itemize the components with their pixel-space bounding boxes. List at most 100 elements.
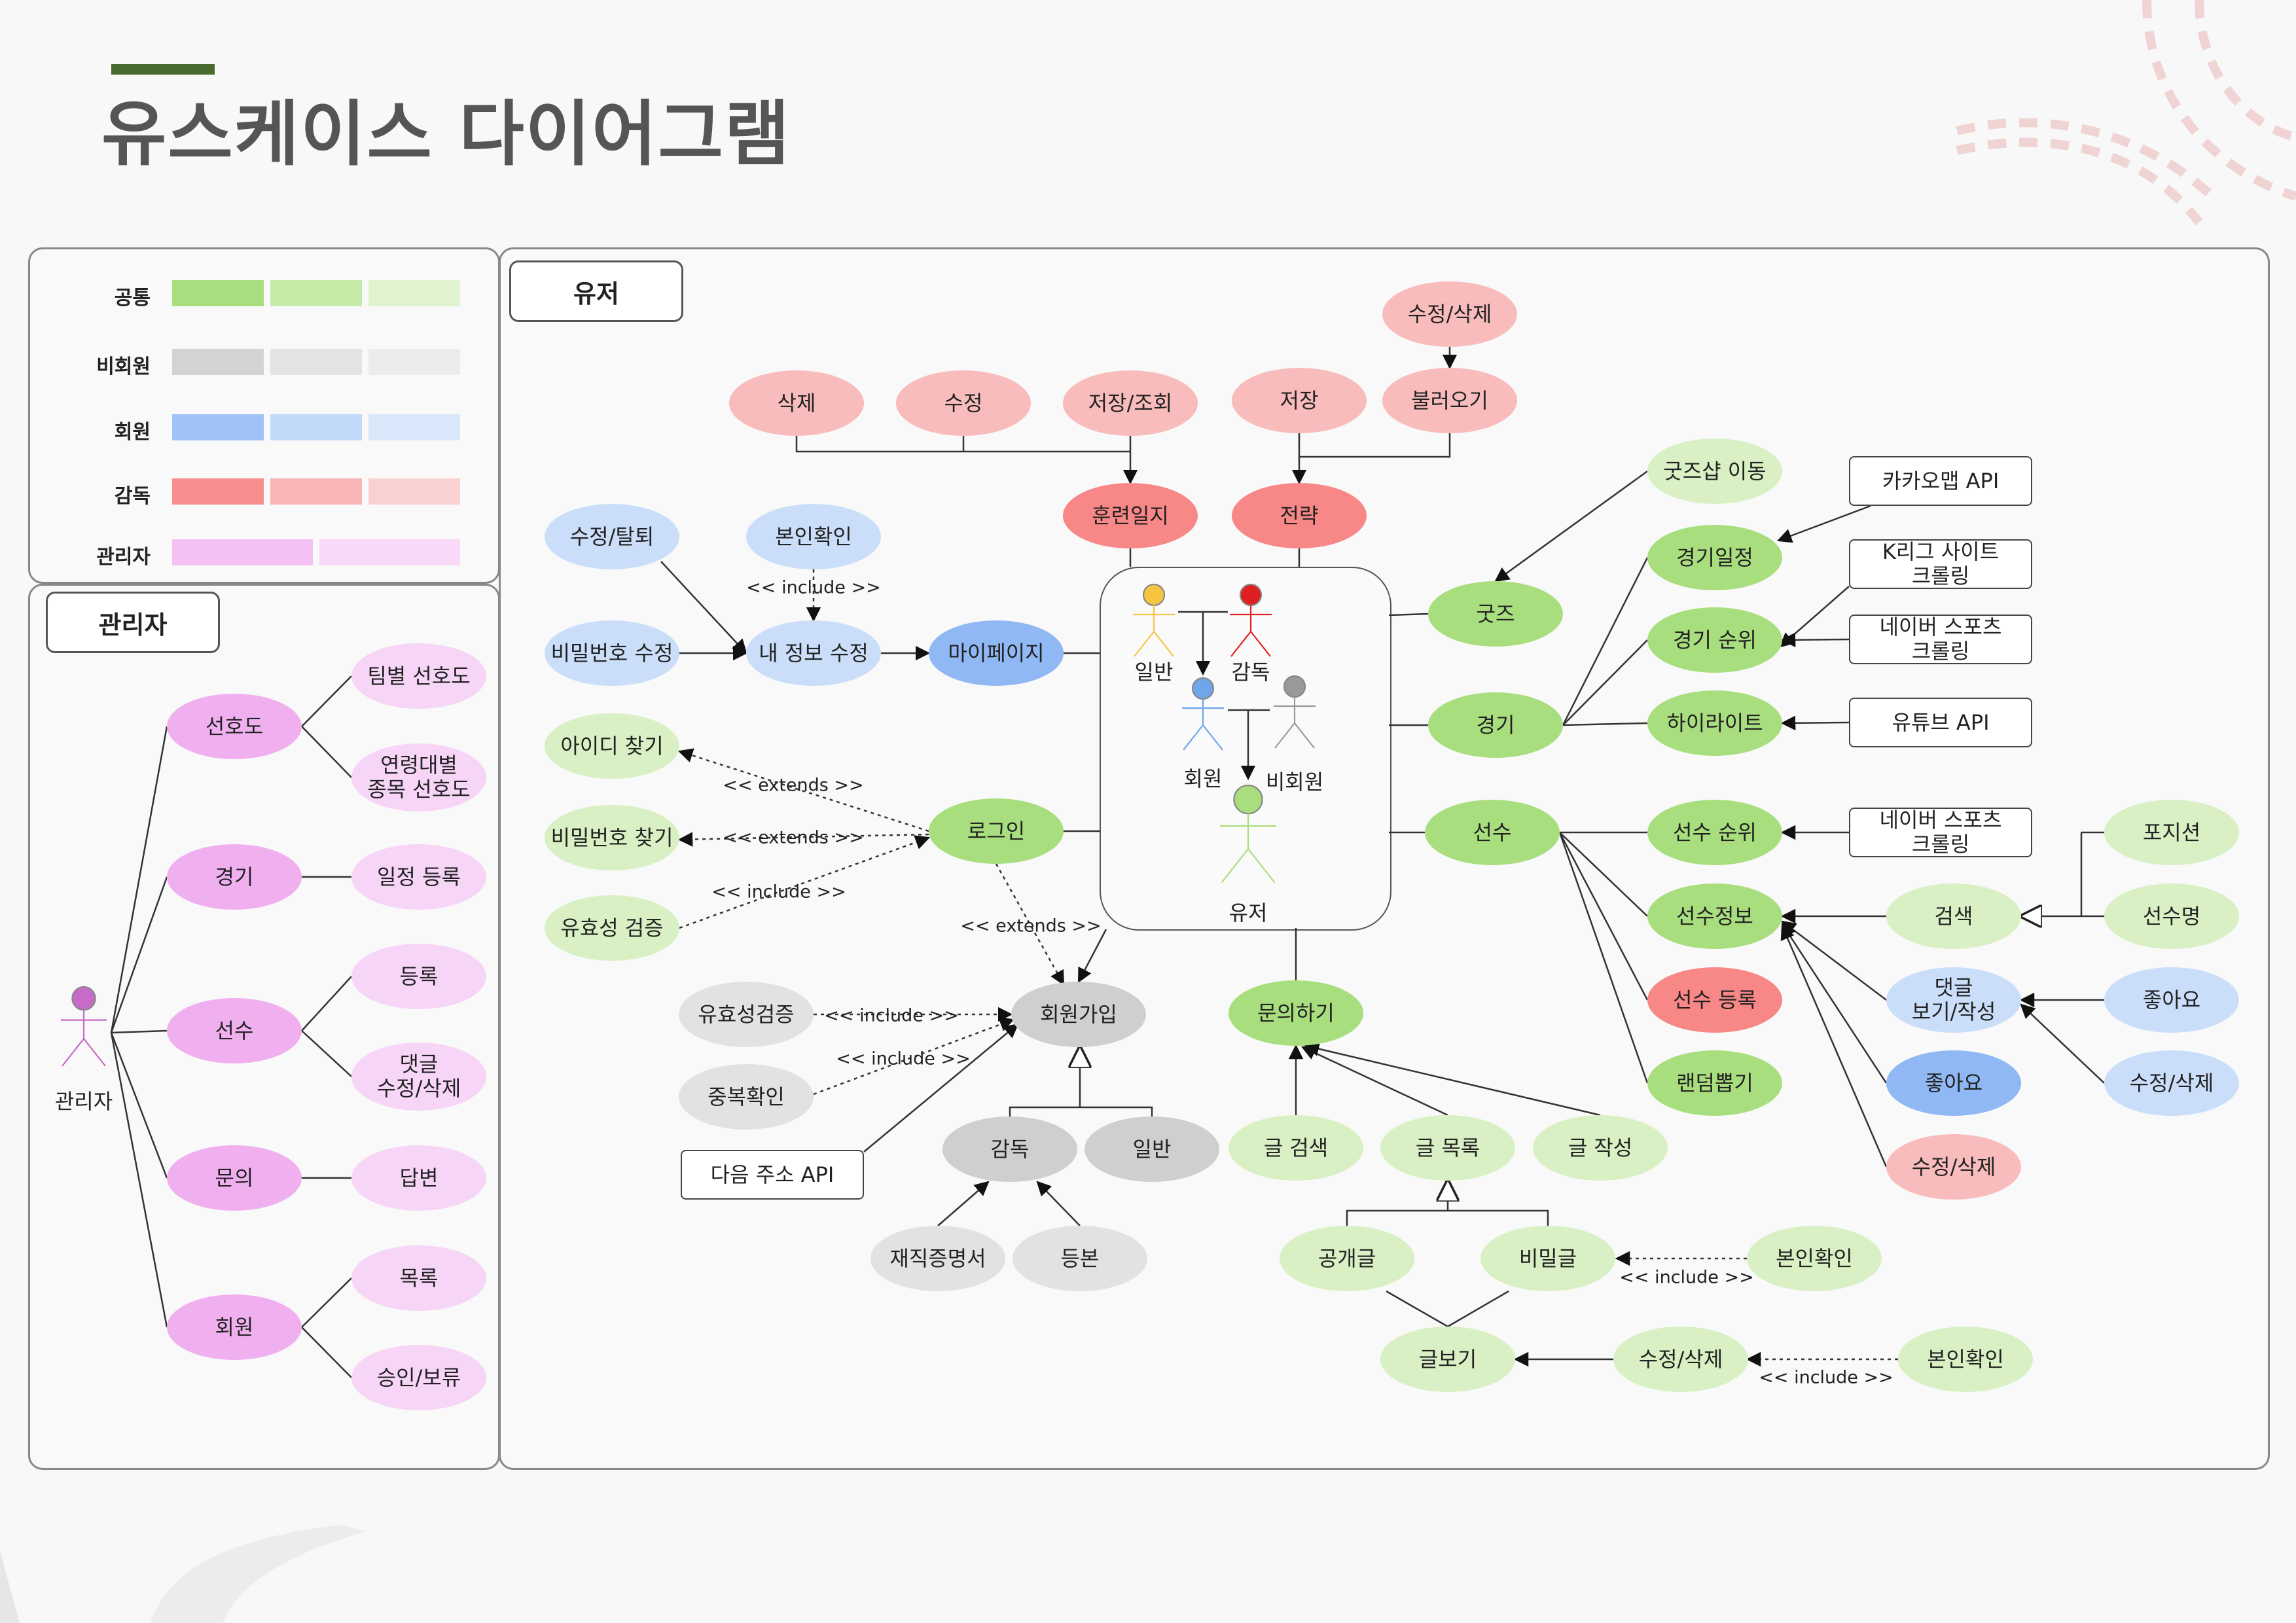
admin-sub-association bbox=[301, 1030, 352, 1077]
legend-swatch bbox=[270, 478, 362, 505]
connector bbox=[1009, 1106, 1153, 1116]
usecase-u-save: 저장 bbox=[1232, 368, 1367, 433]
admin-sub-association bbox=[301, 1277, 352, 1328]
admin-actor-icon bbox=[60, 986, 107, 1067]
usecase-u-edit-quit: 수정/탈퇴 bbox=[545, 504, 679, 569]
legend-label: 회원 bbox=[114, 421, 151, 444]
usecase-a-approve: 승인/보류 bbox=[351, 1345, 486, 1410]
general-actor-icon bbox=[1133, 583, 1175, 657]
connector bbox=[1558, 832, 1649, 1084]
usecase-u-addr-api: 다음 주소 API bbox=[681, 1150, 864, 1200]
usecase-a-member: 회원 bbox=[167, 1294, 302, 1360]
edge-stereotype-label: << include >> bbox=[836, 1048, 971, 1069]
usecase-u-editdel-r: 수정/삭제 bbox=[2104, 1050, 2239, 1116]
connector bbox=[863, 1023, 1019, 1152]
usecase-u-valid: 유효성 검증 bbox=[545, 895, 679, 961]
usecase-u-cert: 재직증명서 bbox=[870, 1226, 1005, 1291]
actor-label-coach: 감독 bbox=[1231, 660, 1270, 685]
connector bbox=[795, 436, 1130, 453]
actor-label-user: 유저 bbox=[1229, 901, 1268, 925]
usecase-a-comment: 댓글 수정/삭제 bbox=[351, 1043, 486, 1111]
usecase-u-dup: 중복확인 bbox=[679, 1064, 814, 1130]
usecase-u-player: 선수 bbox=[1425, 800, 1560, 865]
usecase-u-login: 로그인 bbox=[929, 798, 1064, 864]
usecase-u-naver1: 네이버 스포츠 크롤링 bbox=[1849, 615, 2032, 664]
legend-swatch bbox=[172, 280, 264, 306]
admin-association bbox=[111, 1029, 168, 1034]
connector bbox=[1304, 1041, 1601, 1116]
legend-swatch bbox=[172, 539, 313, 565]
legend-swatch bbox=[368, 414, 460, 440]
usecase-u-highlight: 하이라이트 bbox=[1647, 690, 1782, 756]
connector bbox=[1388, 613, 1429, 616]
usecase-u-player-name: 선수명 bbox=[2104, 883, 2239, 949]
usecase-u-inquiry: 문의하기 bbox=[1229, 980, 1363, 1046]
edge-stereotype-label: << include >> bbox=[1619, 1267, 1754, 1288]
usecase-a-list: 목록 bbox=[351, 1245, 486, 1311]
usecase-u-info-edit: 내 정보 수정 bbox=[746, 620, 881, 686]
usecase-u-player-rank: 선수 순위 bbox=[1647, 800, 1782, 865]
page-title: 유스케이스 다이어그램 bbox=[101, 94, 791, 175]
decorative-shapes bbox=[0, 1525, 367, 1623]
usecase-a-reg: 등록 bbox=[351, 944, 486, 1009]
connector bbox=[677, 748, 929, 832]
usecase-u-goods: 굿즈 bbox=[1428, 581, 1563, 647]
legend-swatch bbox=[368, 349, 460, 375]
legend-swatch bbox=[368, 478, 460, 505]
usecase-u-youtube: 유튜브 API bbox=[1849, 698, 2032, 747]
nonmember-actor-icon bbox=[1274, 675, 1316, 749]
connector bbox=[1776, 505, 1871, 543]
edge-stereotype-label: << extends >> bbox=[723, 775, 864, 796]
usecase-u-player-reg: 선수 등록 bbox=[1647, 967, 1782, 1033]
usecase-u-comment: 댓글 보기/작성 bbox=[1886, 967, 2021, 1033]
usecase-u-delete: 삭제 bbox=[729, 370, 864, 436]
legend-swatch bbox=[270, 414, 362, 440]
usecase-u-verify: 본인확인 bbox=[746, 504, 881, 569]
connector bbox=[1562, 639, 1648, 726]
connector bbox=[1298, 433, 1451, 458]
legend-swatch bbox=[319, 539, 460, 565]
usecase-u-kakao: 카카오맵 API bbox=[1849, 456, 2032, 506]
usecase-a-pref: 선호도 bbox=[167, 694, 302, 759]
connector bbox=[1779, 586, 1850, 648]
admin-sub-association bbox=[301, 675, 352, 727]
legend-swatch bbox=[270, 280, 362, 306]
connector bbox=[1447, 1290, 1509, 1328]
legend-label: 감독 bbox=[114, 485, 151, 508]
legend-label: 공통 bbox=[114, 287, 151, 310]
usecase-a-schedule-reg: 일정 등록 bbox=[351, 844, 486, 910]
usecase-u-like-r: 좋아요 bbox=[2104, 967, 2239, 1033]
usecase-u-editdel-top: 수정/삭제 bbox=[1382, 281, 1517, 347]
usecase-u-player-info: 선수정보 bbox=[1647, 883, 1782, 949]
actor-group-box bbox=[1100, 567, 1391, 931]
legend-swatch bbox=[368, 280, 460, 306]
usecase-u-game-rank: 경기 순위 bbox=[1647, 607, 1782, 673]
title-accent-bar bbox=[111, 64, 215, 75]
connector bbox=[1559, 832, 1648, 917]
admin-sub-association bbox=[301, 976, 352, 1031]
usecase-u-kleague: K리그 사이트 크롤링 bbox=[1849, 539, 2032, 589]
connector bbox=[1036, 1181, 1081, 1226]
connector bbox=[1386, 1290, 1448, 1328]
usecase-u-training: 훈련일지 bbox=[1063, 483, 1198, 548]
usecase-u-load: 불러오기 bbox=[1382, 368, 1517, 433]
usecase-u-editdel-red: 수정/삭제 bbox=[1886, 1134, 2021, 1200]
connector bbox=[1780, 715, 1850, 731]
legend-swatch bbox=[270, 349, 362, 375]
usecase-a-answer: 답변 bbox=[351, 1145, 486, 1211]
usecase-u-doc: 등본 bbox=[1013, 1226, 1147, 1291]
admin-association bbox=[110, 726, 168, 1033]
usecase-u-goods-move: 굿즈샵 이동 bbox=[1647, 438, 1782, 504]
usecase-u-post-write: 글 작성 bbox=[1533, 1115, 1668, 1181]
actor-label-member: 회원 bbox=[1183, 766, 1223, 791]
usecase-u-general: 일반 bbox=[1085, 1116, 1219, 1182]
connector bbox=[1494, 470, 1648, 582]
edge-stereotype-label: << include >> bbox=[1759, 1367, 1893, 1388]
usecase-u-naver2: 네이버 스포츠 크롤링 bbox=[1849, 808, 2032, 857]
connector bbox=[937, 1181, 990, 1226]
connector bbox=[660, 561, 747, 654]
usecase-u-valid2: 유효성검증 bbox=[679, 982, 814, 1047]
decorative-curves bbox=[1956, 0, 2296, 226]
usecase-u-position: 포지션 bbox=[2104, 800, 2239, 865]
